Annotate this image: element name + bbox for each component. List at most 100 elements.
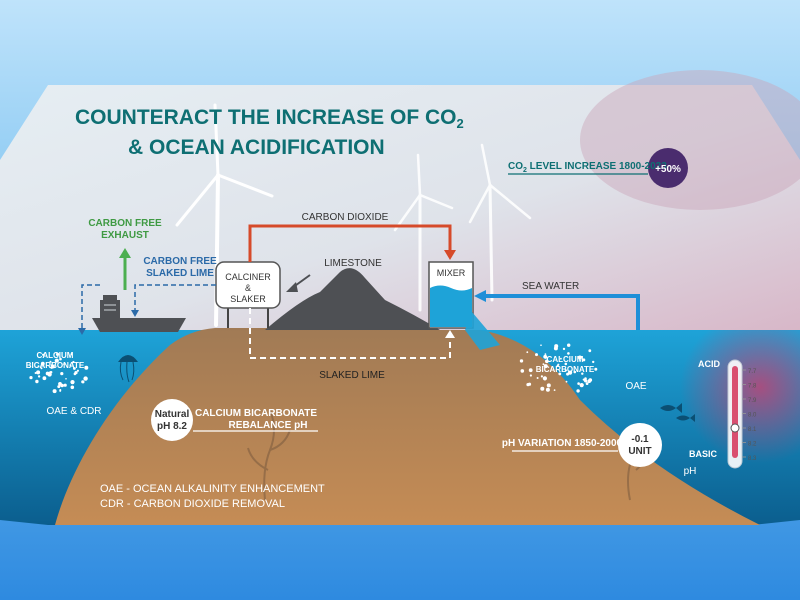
particle-dot bbox=[553, 389, 556, 391]
particle-dot bbox=[560, 357, 562, 360]
particle-dot bbox=[585, 382, 589, 385]
thermometer-scale-label: 7.8 bbox=[748, 384, 757, 390]
particle-dot bbox=[519, 359, 524, 363]
particle-dot bbox=[564, 369, 568, 372]
carbon-free-exhaust-label-1: CARBON FREE bbox=[88, 218, 162, 229]
particle-dot bbox=[70, 353, 73, 356]
thermometer-scale-label: 7.7 bbox=[748, 369, 757, 375]
particle-dot bbox=[60, 372, 64, 376]
carbon-free-lime-label-2: SLAKED LIME bbox=[146, 268, 214, 279]
rebalance-label-2: REBALANCE pH bbox=[229, 420, 308, 431]
particle-dot bbox=[588, 378, 592, 382]
particle-dot bbox=[557, 363, 560, 366]
slaked-lime-to-ship-arrowhead bbox=[131, 310, 139, 317]
particle-dot bbox=[546, 383, 551, 388]
thermometer-scale-label: 8.2 bbox=[748, 442, 757, 448]
particle-dot bbox=[577, 382, 580, 385]
ph-unit-label: UNIT bbox=[628, 446, 651, 457]
particle-dot bbox=[34, 372, 37, 374]
particle-dot bbox=[578, 355, 582, 360]
ph-unit-badge bbox=[618, 423, 662, 467]
particle-dot bbox=[50, 366, 54, 369]
thermometer-scale-label: 8.3 bbox=[748, 456, 757, 462]
particle-dot bbox=[540, 344, 542, 347]
calciner-label-3: SLAKER bbox=[230, 294, 266, 304]
slaked-lime-to-ship-line bbox=[134, 284, 216, 312]
thermometer-acid-label: ACID bbox=[698, 359, 720, 369]
particle-dot bbox=[37, 365, 40, 368]
particle-dot bbox=[545, 387, 550, 392]
ph-unit-value: -0.1 bbox=[631, 434, 649, 445]
carbon-dioxide-arrowhead bbox=[444, 250, 456, 260]
particle-dot bbox=[58, 382, 62, 386]
wind-turbine-middle bbox=[393, 153, 454, 312]
particle-dot bbox=[59, 357, 62, 361]
particle-dot bbox=[545, 359, 549, 364]
particle-dot bbox=[540, 375, 544, 378]
particle-dot bbox=[40, 367, 43, 370]
particle-dot bbox=[52, 389, 57, 394]
particle-dot bbox=[69, 364, 72, 366]
particle-dot bbox=[584, 377, 587, 380]
natural-ph-label-2: pH 8.2 bbox=[157, 421, 187, 432]
title-line-2: & OCEAN ACIDIFICATION bbox=[128, 136, 385, 159]
thermometer-scale: 7.7 7.8 7.9 8.0 8.1 8.2 8.3 bbox=[742, 369, 757, 462]
limestone-label: LIMESTONE bbox=[324, 258, 382, 269]
particle-dot bbox=[70, 385, 75, 390]
thermometer-basic-label: BASIC bbox=[689, 449, 718, 459]
carbon-dioxide-flow-arrow bbox=[248, 224, 452, 262]
particle-dot bbox=[526, 351, 529, 354]
particle-dot bbox=[72, 360, 75, 364]
wind-turbine-right bbox=[468, 143, 532, 302]
legend-cdr: CDR - CARBON DIOXIDE REMOVAL bbox=[100, 498, 285, 510]
co2-increase-label: CO2 LEVEL INCREASE 1800-2023 bbox=[508, 161, 667, 174]
particle-dot bbox=[83, 376, 88, 381]
limestone-mountain bbox=[265, 268, 440, 330]
thermometer-scale-label: 7.9 bbox=[748, 398, 757, 404]
particle-dot bbox=[542, 376, 548, 381]
particle-dot bbox=[582, 358, 586, 362]
natural-ph-badge bbox=[151, 399, 193, 441]
particle-dot bbox=[82, 381, 85, 384]
thermometer-scale-label: 8.0 bbox=[748, 413, 757, 419]
calcium-bicarbonate-left-1: CALCIUM bbox=[37, 351, 74, 360]
title-line-1: COUNTERACT THE INCREASE OF CO2 bbox=[75, 106, 464, 131]
particle-dot bbox=[542, 363, 545, 366]
particle-dot bbox=[84, 365, 89, 370]
particle-dot bbox=[576, 389, 580, 393]
carbon-free-exhaust-label-2: EXHAUST bbox=[101, 230, 149, 241]
particle-dot bbox=[573, 370, 577, 374]
particle-dot bbox=[582, 384, 584, 386]
particle-dot bbox=[544, 353, 547, 355]
calcium-bicarbonate-right-2: BICARBONATE bbox=[536, 365, 595, 374]
particle-dot bbox=[520, 369, 525, 373]
particle-dot bbox=[35, 379, 39, 384]
natural-ph-label-1: Natural bbox=[155, 409, 190, 420]
particle-dot bbox=[594, 367, 598, 371]
legend-oae: OAE - OCEAN ALKALINITY ENHANCEMENT bbox=[100, 483, 325, 495]
particle-dot bbox=[73, 367, 76, 370]
jellyfish-icon bbox=[118, 355, 138, 383]
particle-dot bbox=[50, 364, 53, 367]
calcium-bicarbonate-particles-left bbox=[29, 352, 89, 394]
particle-dot bbox=[42, 353, 45, 356]
particle-dot bbox=[554, 344, 559, 349]
sea-water-arrowhead bbox=[474, 290, 486, 302]
thermometer-ph-label: pH bbox=[684, 466, 697, 477]
ship-to-sea-line bbox=[81, 284, 100, 330]
particle-dot bbox=[564, 362, 568, 366]
thermometer-scale-label: 8.1 bbox=[748, 427, 757, 433]
particle-dot bbox=[536, 377, 539, 379]
carbon-free-lime-label-1: CARBON FREE bbox=[143, 256, 217, 267]
particle-dot bbox=[74, 371, 78, 375]
ph-thermometer bbox=[727, 359, 743, 469]
particle-dot bbox=[59, 389, 62, 392]
calcium-bicarbonate-left-2: BICARBONATE bbox=[26, 361, 85, 370]
co2-increase-badge bbox=[648, 148, 688, 188]
particle-dot bbox=[76, 369, 79, 372]
particle-dot bbox=[543, 364, 548, 369]
particle-dot bbox=[562, 347, 566, 351]
particle-dot bbox=[588, 349, 592, 353]
exhaust-arrowhead bbox=[119, 248, 131, 258]
